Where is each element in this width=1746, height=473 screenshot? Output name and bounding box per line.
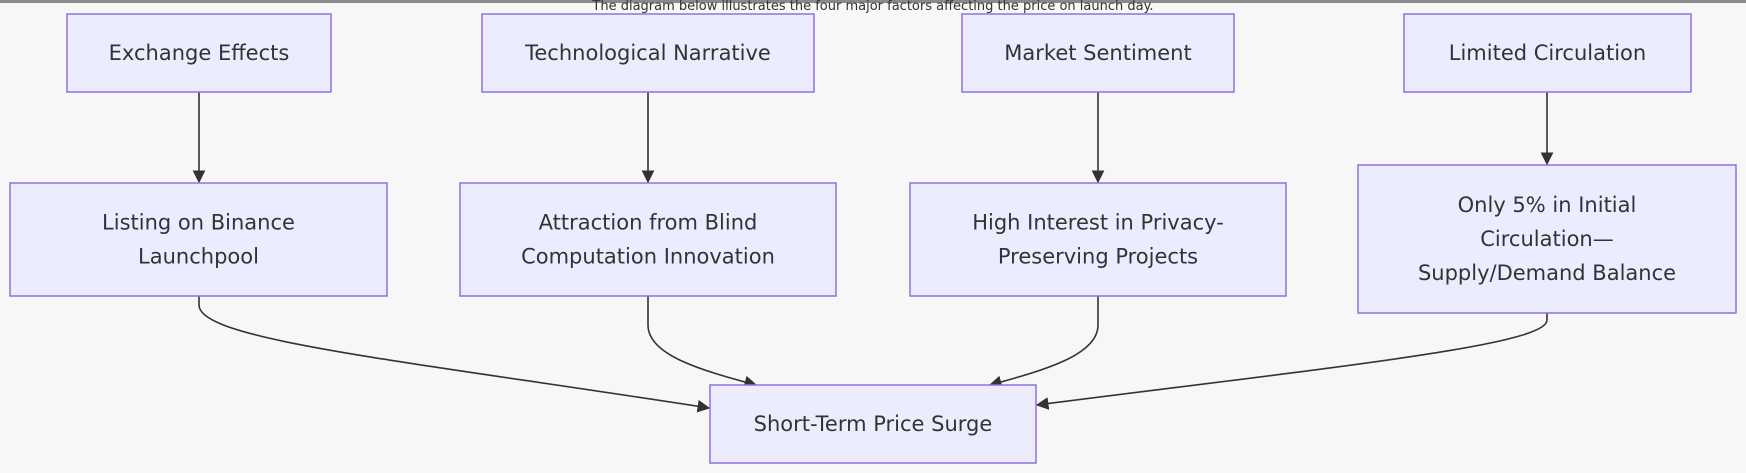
node-label: Circulation— [1480, 227, 1613, 251]
node-box [1357, 164, 1737, 314]
node-privacy: High Interest in Privacy- Preserving Proj… [909, 182, 1287, 297]
edge-supply-surge [1035, 313, 1548, 410]
node-box [9, 182, 388, 297]
node-label: Market Sentiment [1004, 41, 1191, 65]
node-label: Launchpool [138, 245, 259, 269]
node-label: Supply/Demand Balance [1418, 261, 1676, 285]
node-sentiment: Market Sentiment [961, 13, 1235, 93]
node-label: Computation Innovation [521, 245, 775, 269]
edge-privacy-surge [988, 296, 1099, 389]
diagram-caption: The diagram below illustrates the four m… [592, 0, 1154, 14]
edge-binance-surge [198, 296, 711, 413]
node-tech: Technological Narrative [481, 13, 815, 93]
node-label: Attraction from Blind [539, 211, 758, 235]
node-box [909, 182, 1287, 297]
node-box [481, 13, 815, 93]
node-exchange: Exchange Effects [66, 13, 332, 93]
node-label: Short-Term Price Surge [754, 412, 993, 436]
node-label: Exchange Effects [109, 41, 290, 65]
node-label: Technological Narrative [524, 41, 771, 65]
edge-blind-surge [647, 296, 758, 389]
node-label: Preserving Projects [998, 245, 1198, 269]
node-label: Limited Circulation [1449, 41, 1646, 65]
node-circulation: Limited Circulation [1403, 13, 1692, 93]
node-box [459, 182, 837, 297]
node-box [961, 13, 1235, 93]
node-label: Listing on Binance [102, 211, 295, 235]
node-box [709, 384, 1037, 464]
node-label: Only 5% in Initial [1458, 193, 1637, 217]
node-label: High Interest in Privacy- [972, 211, 1224, 235]
node-box [66, 13, 332, 93]
top-bar [0, 0, 1746, 3]
node-box [1403, 13, 1692, 93]
node-surge: Short-Term Price Surge [709, 384, 1037, 464]
